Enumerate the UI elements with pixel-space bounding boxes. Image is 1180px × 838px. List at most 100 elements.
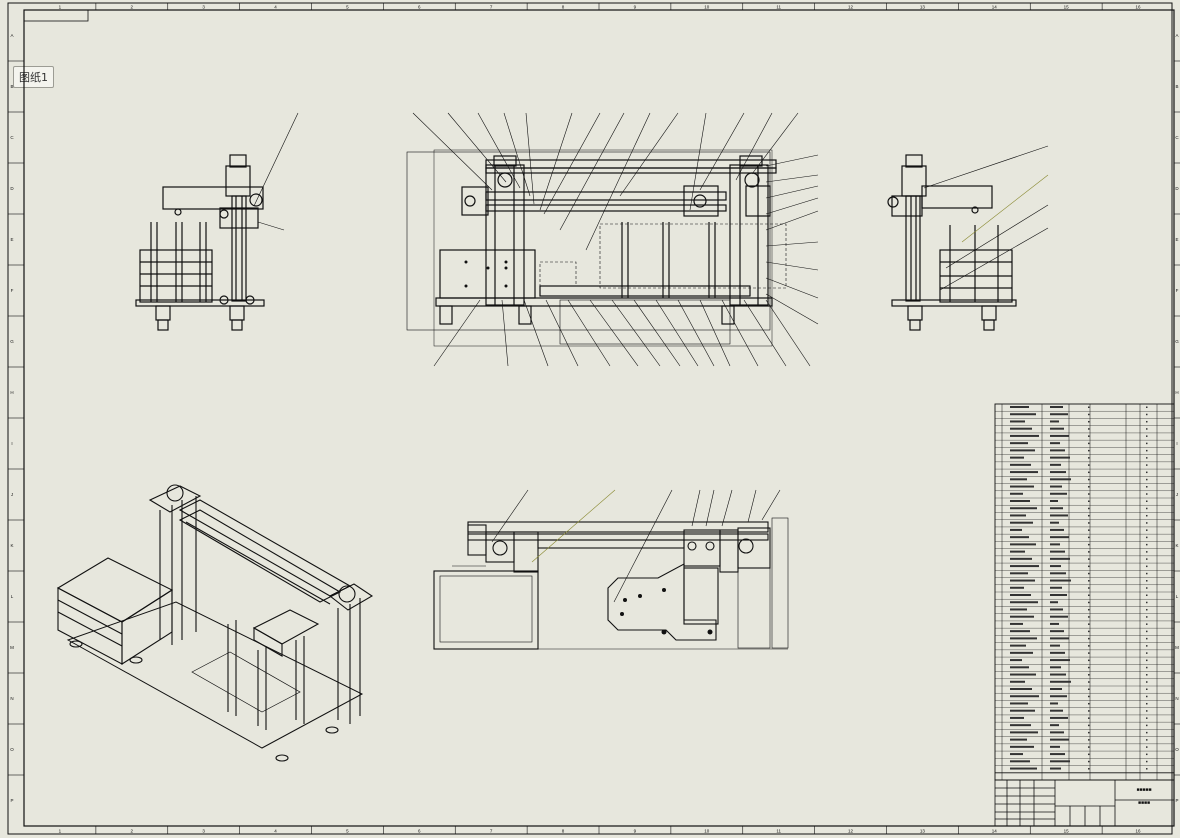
zone-label-top: 11 [776,5,781,10]
bom-cell-mark [1050,543,1060,546]
zone-label-bottom: 3 [202,829,205,834]
bom-cell-mark [1050,521,1059,524]
bom-cell-mark [1050,716,1068,719]
bom-cell-mark [1050,485,1062,488]
bom-cell-mark [1050,760,1070,763]
bom-cell-mark [1010,745,1034,748]
zone-label-top: 6 [418,5,421,10]
bom-cell-mark [1088,507,1090,510]
right-view-leaders [923,145,1049,291]
drawing-border [23,9,1175,827]
zone-label-right: K [1175,543,1178,548]
sheet-tab[interactable]: 图纸1 [13,66,54,88]
zone-label-right: H [1175,390,1178,395]
leader-line [447,112,507,183]
bom-cell-mark [1088,717,1090,719]
zone-label-left: N [10,696,13,701]
bom-cell-mark [1146,645,1148,647]
bom-cell-mark [1010,680,1025,683]
bom-cell-mark [1146,529,1148,531]
leader-line [433,299,481,367]
zone-label-left: M [10,645,14,650]
bom-cell-mark [1146,623,1148,625]
bom-cell-mark [1088,753,1090,756]
bom-cell-mark [1146,565,1148,568]
bom-cell-mark [1088,522,1090,524]
bom-cell-mark [1010,536,1029,539]
bom-cell-mark [1010,543,1036,546]
bom-cell-mark [1146,551,1148,553]
bom-cell-mark [1088,674,1090,676]
bom-cell-mark [1146,500,1148,502]
zone-label-right: A [1175,33,1178,38]
zone-label-top: 2 [131,5,134,10]
bom-cell-mark [1146,695,1148,698]
leader-line [611,299,661,367]
zone-label-left: I [11,441,12,446]
leader-line [689,112,707,211]
zone-label-right: E [1175,237,1178,242]
bom-cell-mark [1088,543,1090,546]
bom-cell-mark [1050,572,1066,575]
zone-label-bottom: 1 [59,829,62,834]
zone-label-bottom: 15 [1064,829,1070,834]
bom-cell-mark [1050,666,1061,669]
bom-cell-mark [1010,449,1035,452]
zone-label-bottom: 16 [1136,829,1142,834]
bom-cell-mark [1146,536,1148,539]
zone-label-top: 13 [920,5,926,10]
bom-cell-mark [1050,536,1069,539]
bom-cell-mark [1146,543,1148,546]
zone-label-right: C [1175,135,1179,140]
title-drawing-number: ■■■■ [1138,800,1150,806]
bom-cell-mark [1146,522,1148,524]
zone-label-bottom: 11 [776,829,781,834]
bom-cell-mark [1088,442,1090,445]
bom-cell-mark [1088,659,1090,662]
zone-label-bottom: 5 [346,829,349,834]
bom-cell-mark [1050,420,1059,423]
bom-cell-mark [1088,464,1090,466]
bom-cell-mark [1050,557,1070,560]
bom-cell-mark [1010,767,1037,770]
bom-cell-mark [1146,493,1148,495]
zone-label-bottom: 9 [634,829,637,834]
bom-cell-mark [1050,471,1066,474]
bom-cell-mark [1010,731,1038,734]
bom-cell-mark [1088,406,1090,408]
front-view [406,149,787,347]
bom-cell-mark [1010,644,1026,647]
bom-cell-mark [1010,427,1032,430]
leader-line [589,299,639,367]
bom-cell-mark [1010,586,1024,589]
zone-label-left: J [11,492,13,497]
leader-line [765,299,811,367]
leader-line [765,185,819,199]
zone-label-bottom: 2 [131,829,134,834]
bom-cell-mark [1050,449,1065,452]
bom-cell-mark [1050,514,1068,517]
bom-cell-mark [1088,666,1090,669]
leader-line [751,112,799,175]
bom-cell-mark [1050,680,1071,683]
bom-cell-mark [1050,427,1064,430]
bom-cell-mark [1146,652,1148,654]
zone-label-bottom: 13 [920,829,926,834]
zone-label-left: E [10,237,13,242]
bom-cell-mark [1088,688,1090,690]
zone-label-right: B [1175,84,1178,89]
bom-cell-mark [1088,623,1090,625]
zone-label-top: 10 [704,5,710,10]
zone-label-right: D [1175,186,1179,191]
leader-line [559,112,625,231]
bom-cell-mark [1146,449,1148,452]
bom-cell-mark [1146,486,1148,488]
leader-line [765,277,819,299]
bom-cell-mark [1010,565,1039,568]
zone-label-left: G [10,339,14,344]
bom-cell-mark [1010,406,1029,408]
bom-cell-mark [1050,601,1058,604]
bom-cell-mark [1050,434,1069,437]
bom-cell-mark [1050,745,1060,748]
